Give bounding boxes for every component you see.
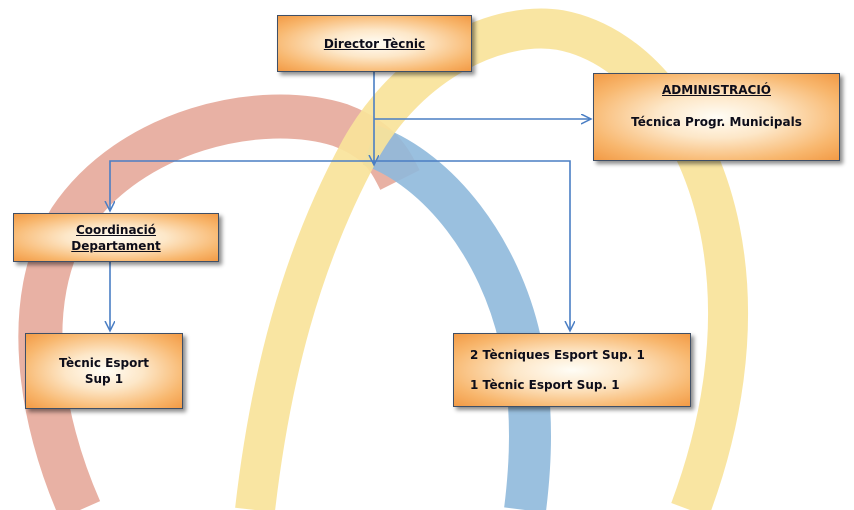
director-tecnic-label: Director Tècnic bbox=[323, 36, 426, 51]
coordinacio-line1: Coordinació bbox=[75, 222, 157, 237]
administracio-box: ADMINISTRACIÓ Técnica Progr. Municipals bbox=[593, 73, 840, 161]
tecniques-esport-line2: 1 Tècnic Esport Sup. 1 bbox=[470, 378, 620, 392]
tecniques-esport-line1: 2 Tècniques Esport Sup. 1 bbox=[470, 348, 645, 362]
administracio-line: Técnica Progr. Municipals bbox=[631, 115, 802, 129]
blue-ribbon bbox=[362, 125, 551, 510]
connector-to-coordinacio bbox=[110, 160, 374, 210]
tecnic-esport-box: Tècnic Esport Sup 1 bbox=[25, 333, 183, 409]
tecnic-esport-line2: Sup 1 bbox=[84, 372, 124, 386]
tecniques-esport-box: 2 Tècniques Esport Sup. 1 1 Tècnic Espor… bbox=[453, 333, 691, 407]
administracio-title: ADMINISTRACIÓ bbox=[662, 83, 771, 97]
tecnic-esport-line1: Tècnic Esport bbox=[59, 356, 149, 370]
coordinacio-box: Coordinació Departament bbox=[13, 213, 219, 262]
coordinacio-line2: Departament bbox=[71, 238, 161, 253]
yellow-ribbon bbox=[235, 8, 749, 510]
connector-to-tecniques bbox=[374, 160, 570, 330]
director-tecnic-box: Director Tècnic bbox=[277, 15, 472, 72]
